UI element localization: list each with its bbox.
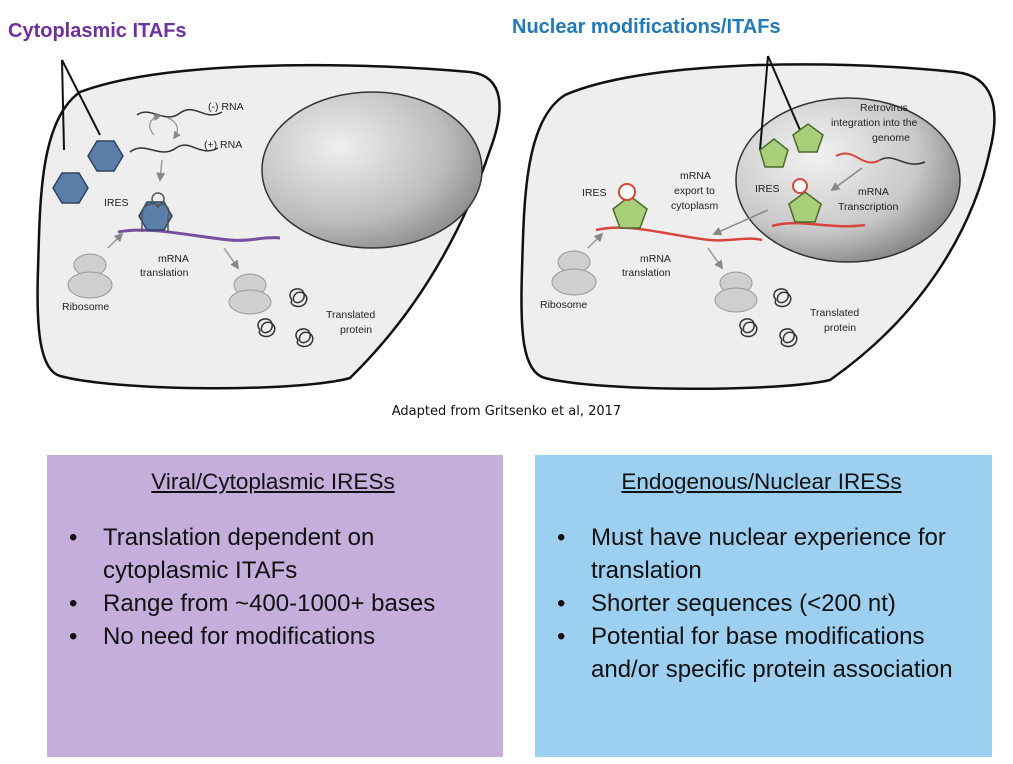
rna-to-ires-arrow <box>156 159 166 182</box>
negative-rna-strand <box>136 108 223 118</box>
negative-rna-label: (-) RNA <box>208 101 244 113</box>
bullet: • <box>69 590 78 617</box>
list-item: • Must have nuclear experience for transl… <box>557 521 966 587</box>
mrna-export-label: cytoplasm <box>671 200 719 212</box>
nuclear-ires-pentagon <box>788 191 822 223</box>
cytoplasmic-ires-loop <box>618 183 636 201</box>
list-item-text: Range from ~400-1000+ bases <box>103 590 436 617</box>
translated-protein-icon <box>739 288 798 348</box>
bullet: • <box>69 524 78 551</box>
ribosome-large-subunit <box>714 287 758 313</box>
protein-label: protein <box>340 324 372 336</box>
itaf-pentagon <box>792 123 824 153</box>
ribosome-to-mrna-arrow <box>107 232 124 249</box>
left-cell: (-) RNA (+) RNA IRES mRNA translation Ri… <box>36 59 501 390</box>
translation-label: translation <box>140 267 189 279</box>
mrna-transcription-label: mRNA <box>858 186 889 198</box>
translation-arrow <box>707 247 724 270</box>
list-item-text: Shorter sequences (<200 nt) <box>591 590 896 617</box>
nuclear-ires-loop <box>792 178 808 194</box>
replication-arrow <box>167 117 181 140</box>
left-panel-heading: Cytoplasmic ITAFs <box>8 20 187 42</box>
left-pointer-line <box>61 59 101 136</box>
cytoplasmic-ires-pentagon <box>612 195 648 229</box>
retrovirus-label: Retrovirus <box>860 102 908 114</box>
genome-strand <box>835 152 881 164</box>
bullet: • <box>557 524 566 551</box>
translated-protein-icon <box>257 288 314 348</box>
ires-label: IRES <box>104 197 129 209</box>
retrovirus-label: integration into the <box>831 117 918 129</box>
translation-label: translation <box>622 267 671 279</box>
translation-arrow <box>223 247 240 270</box>
retrovirus-label: genome <box>872 132 910 144</box>
mrna-label: mRNA <box>158 253 189 265</box>
right-nucleus <box>735 97 961 263</box>
ribosome-large-subunit <box>67 271 113 299</box>
ribosome-label: Ribosome <box>62 301 109 313</box>
nuclear-mrna-strand <box>771 221 866 228</box>
list-item: • Shorter sequences (<200 nt) <box>557 587 966 620</box>
viral-ires-title: Viral/Cytoplasmic IRESs <box>151 469 395 494</box>
bullet: • <box>557 623 566 650</box>
right-pointer-line <box>759 55 769 151</box>
export-arrow <box>712 209 769 236</box>
right-panel-heading: Nuclear modifications/ITAFs <box>512 16 781 38</box>
list-item: • Translation dependent on cytoplasmic IT… <box>69 521 477 587</box>
ribosome-to-mrna-arrow <box>587 232 604 249</box>
cytoplasmic-ires-label: IRES <box>582 187 607 199</box>
translated-label: Translated <box>326 309 375 321</box>
left-pointer-line <box>61 59 65 151</box>
genome-strand-dark <box>879 157 926 165</box>
list-item-text: Potential for base modifications and/or … <box>591 623 953 683</box>
mrna-export-label: export to <box>674 185 715 197</box>
list-item: • No need for modifications <box>69 620 477 653</box>
ribosome-large-subunit <box>551 268 597 296</box>
itaf-hexagon <box>52 172 89 204</box>
protein-label: protein <box>824 322 856 334</box>
iress-diagram: (-) RNA (+) RNA IRES mRNA translation Ri… <box>36 55 996 391</box>
positive-rna-label: (+) RNA <box>204 139 242 151</box>
transcription-arrow <box>830 167 863 192</box>
ires-loop <box>151 192 165 206</box>
endogenous-ires-list: • Must have nuclear experience for transl… <box>557 521 966 686</box>
list-item-text: Translation dependent on cytoplasmic ITA… <box>103 524 375 584</box>
ires-hexagon <box>138 201 173 231</box>
itaf-hexagon <box>87 140 124 172</box>
translated-label: Translated <box>810 307 859 319</box>
ribosome-large-subunit <box>228 289 272 315</box>
right-pointer-line <box>767 55 801 131</box>
mrna-transcription-label: Transcription <box>838 201 898 213</box>
viral-ires-list: • Translation dependent on cytoplasmic IT… <box>69 521 477 653</box>
ribosome-label: Ribosome <box>540 299 587 311</box>
mrna-export-label: mRNA <box>680 170 711 182</box>
list-item-text: No need for modifications <box>103 623 376 650</box>
list-item: • Potential for base modifications and/or… <box>557 620 966 686</box>
list-item-text: Must have nuclear experience for transla… <box>591 524 946 584</box>
nuclear-ires-label: IRES <box>755 183 780 195</box>
replication-arrow <box>149 113 162 136</box>
mrna-label: mRNA <box>640 253 671 265</box>
endogenous-ires-box: Endogenous/Nuclear IRESs • Must have nucl… <box>535 455 992 757</box>
viral-ires-box: Viral/Cytoplasmic IRESs • Translation dep… <box>47 455 503 757</box>
itaf-pentagon <box>759 138 789 168</box>
mrna-strand <box>117 228 281 242</box>
endogenous-ires-title: Endogenous/Nuclear IRESs <box>621 469 902 494</box>
right-cell: Retrovirus integration into the genome I… <box>520 55 996 391</box>
list-item: • Range from ~400-1000+ bases <box>69 587 477 620</box>
left-nucleus <box>261 91 483 249</box>
bullet: • <box>557 590 566 617</box>
positive-rna-strand <box>129 144 219 153</box>
bullet: • <box>69 623 78 650</box>
citation: Adapted from Gritsenko et al, 2017 <box>391 404 622 419</box>
ires-structure <box>141 203 170 232</box>
